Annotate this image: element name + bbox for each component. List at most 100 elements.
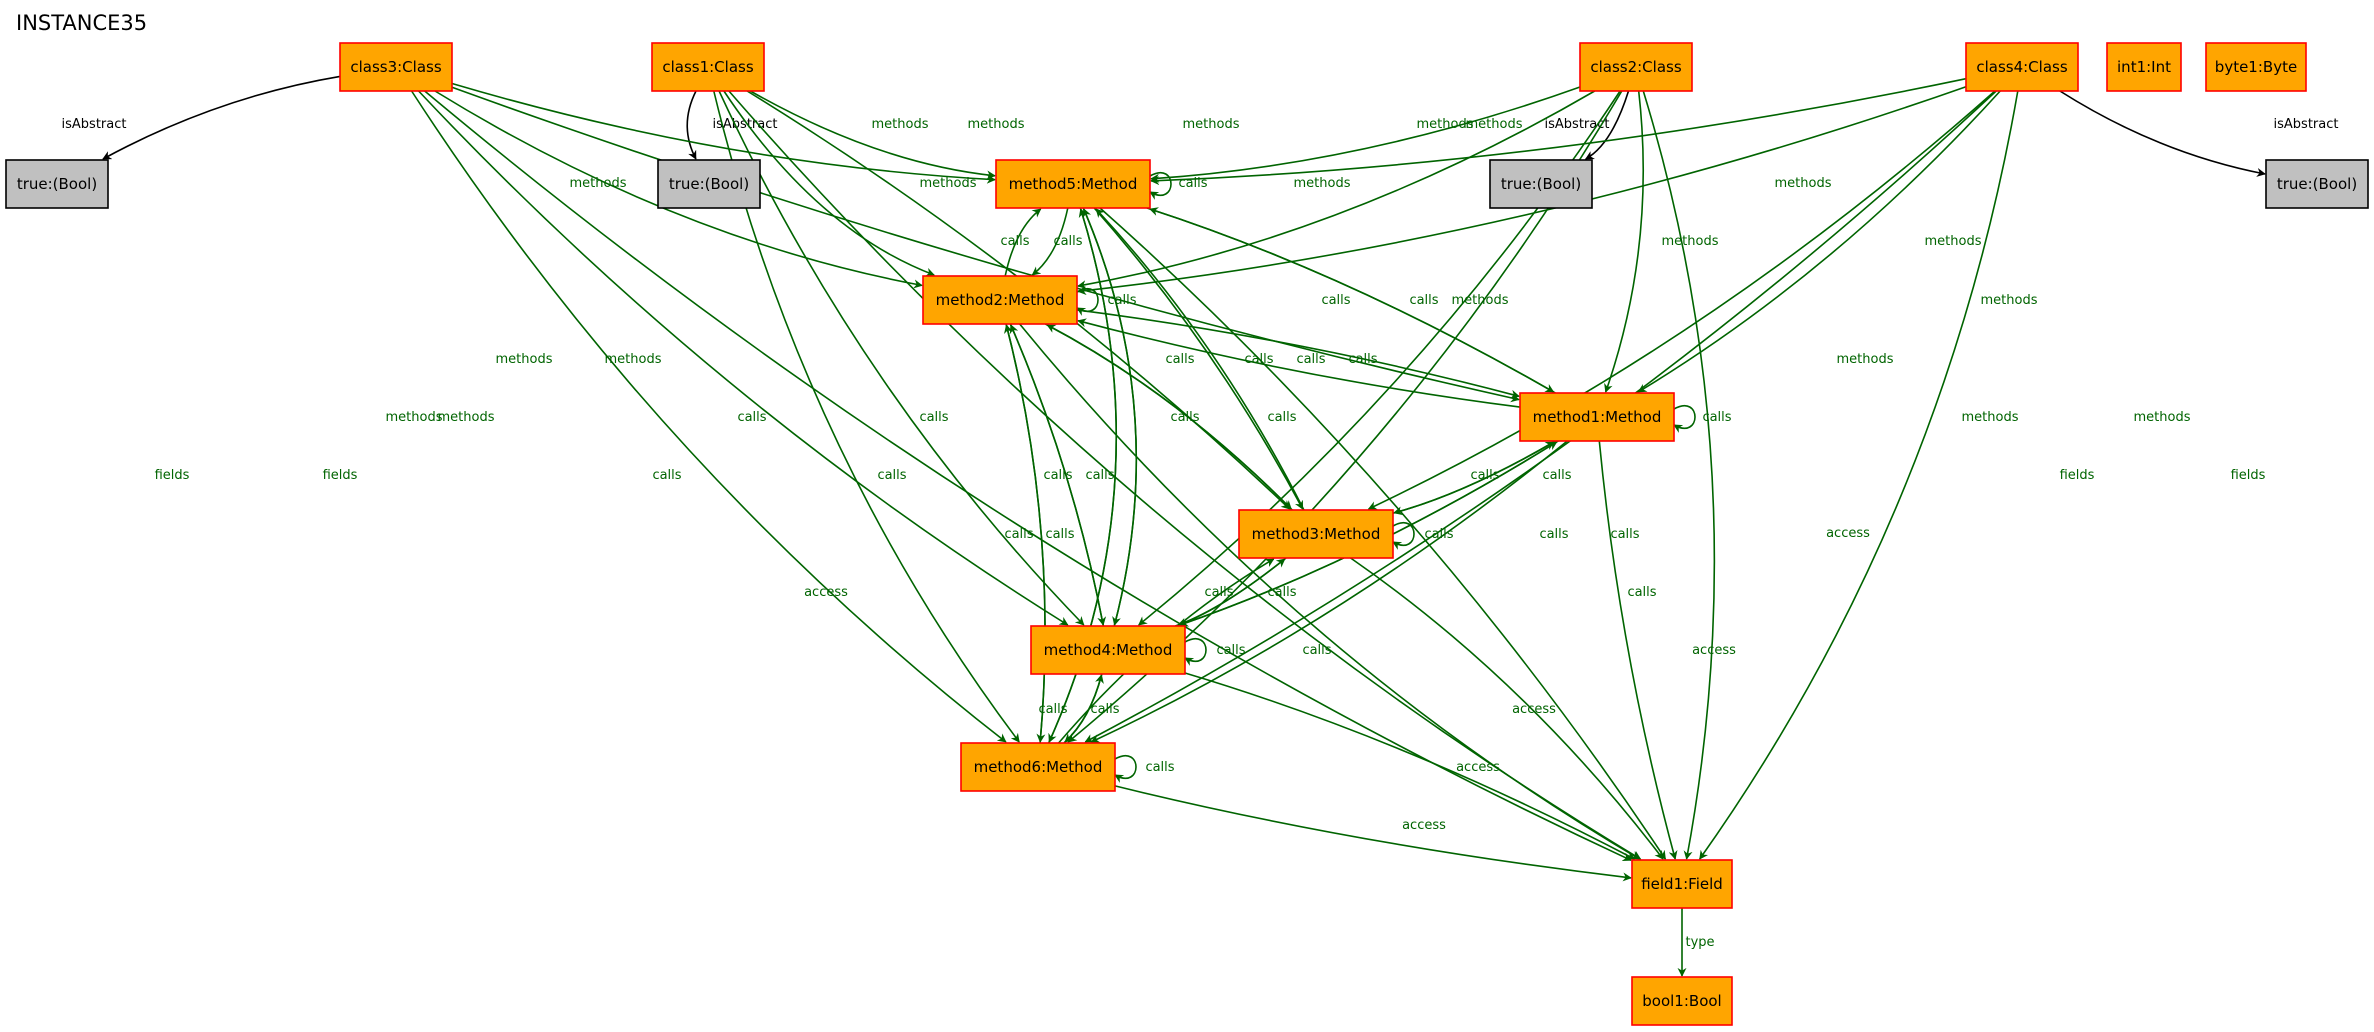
edge-label: calls [1470, 468, 1499, 483]
node-method6[interactable]: method6:Method [960, 742, 1116, 792]
node-method1[interactable]: method1:Method [1519, 392, 1675, 442]
edge-method4-method2: calls [1009, 324, 1115, 627]
node-int1[interactable]: int1:Int [2106, 42, 2182, 92]
edge-line [1184, 672, 1636, 860]
node-label: int1:Int [2117, 58, 2171, 76]
edge-line [410, 90, 1007, 743]
edge-label: methods [872, 117, 929, 132]
edge-label: methods [605, 352, 662, 367]
edge-line [1149, 207, 1556, 394]
edge-label: methods [968, 117, 1025, 132]
edge-line [1175, 558, 1286, 627]
edge-method6-method6: calls [1114, 755, 1175, 783]
node-label: true:(Bool) [669, 175, 749, 193]
node-method5[interactable]: method5:Method [995, 159, 1151, 209]
edge-method4-method3: calls [1175, 558, 1297, 627]
node-class4[interactable]: class4:Class [1965, 42, 2079, 92]
node-box [922, 275, 1078, 325]
node-class1[interactable]: class1:Class [651, 42, 765, 92]
edge-label: fields [2060, 468, 2095, 483]
edge-label: methods [1294, 176, 1351, 191]
node-box [1965, 42, 2079, 92]
edge-line [1076, 309, 1520, 399]
edge-line [1031, 207, 1069, 276]
edge-method4-method5: calls [919, 208, 1138, 627]
edge-label: fields [155, 468, 190, 483]
edge-label: calls [1178, 176, 1207, 191]
edge-label: calls [1424, 527, 1453, 542]
edge-line [451, 82, 996, 184]
edge-line [1642, 90, 1716, 860]
edge-label: calls [1244, 352, 1273, 367]
edge-label: methods [1466, 117, 1523, 132]
edge-label: isAbstract [62, 117, 127, 132]
edge-label: methods [920, 176, 977, 191]
node-label: class2:Class [1590, 58, 1681, 76]
edge-label: calls [877, 468, 906, 483]
edge-line [1004, 208, 1042, 277]
edge-label: access [1456, 760, 1500, 775]
edge-label: access [1512, 702, 1556, 717]
node-method2[interactable]: method2:Method [922, 275, 1078, 325]
node-box [651, 42, 765, 92]
node-true1[interactable]: true:(Bool) [657, 159, 761, 209]
edge-label: methods [1662, 234, 1719, 249]
edge-label: isAbstract [2274, 117, 2339, 132]
edge-line [686, 90, 697, 160]
edge-class3-method4: methods [418, 90, 1069, 626]
edge-class3-true3: isAbstract [62, 75, 341, 160]
edge-class2-field1: fields [1642, 90, 2095, 860]
edge-class3-method1: methods [451, 86, 1520, 403]
edge-method6-method4: calls [1063, 674, 1120, 744]
node-box [1489, 159, 1593, 209]
node-true3[interactable]: true:(Bool) [5, 159, 109, 209]
edge-method2-method5: calls [1004, 208, 1083, 277]
edge-line [1009, 324, 1105, 627]
node-label: class4:Class [1976, 58, 2067, 76]
node-bool1[interactable]: bool1:Bool [1631, 976, 1733, 1026]
node-label: method6:Method [974, 758, 1103, 776]
node-label: class3:Class [350, 58, 441, 76]
edge-class4-field1: fields [1699, 90, 2266, 860]
edge-label: methods [1775, 176, 1832, 191]
edge-label: methods [1417, 117, 1474, 132]
edge-method3-method1: calls [1392, 441, 1572, 514]
edge-label: methods [1962, 410, 2019, 425]
edge-class3-method2: methods [434, 90, 923, 289]
edge-line [451, 86, 1520, 403]
edge-line [1699, 90, 2019, 860]
edge-label: calls [1090, 702, 1119, 717]
node-class2[interactable]: class2:Class [1579, 42, 1693, 92]
edge-method2-method1: calls [1076, 309, 1520, 399]
edge-line [1046, 324, 1293, 511]
node-method3[interactable]: method3:Method [1238, 509, 1394, 559]
edge-line [1367, 90, 1996, 510]
node-true2[interactable]: true:(Bool) [1489, 159, 1593, 209]
edge-method5-method4: calls [737, 207, 1138, 626]
node-byte1[interactable]: byte1:Byte [2205, 42, 2307, 92]
node-box [1238, 509, 1394, 559]
node-field1[interactable]: field1:Field [1631, 859, 1733, 909]
edge-class4-method5: methods [1150, 77, 1967, 186]
node-true4[interactable]: true:(Bool) [2265, 159, 2369, 209]
edge-label: isAbstract [1545, 117, 1610, 132]
edge-line [1019, 323, 1641, 860]
edge-line [1150, 86, 1581, 183]
edge-line [1090, 440, 1568, 743]
edge-line [1673, 405, 1696, 433]
edge-line [1077, 318, 1521, 408]
edge-method5-method5: calls [1149, 172, 1208, 200]
node-method4[interactable]: method4:Method [1030, 625, 1186, 675]
node-label: class1:Class [662, 58, 753, 76]
edge-label: methods [570, 176, 627, 191]
edge-line [1150, 77, 1967, 186]
edge-label: calls [1267, 410, 1296, 425]
edge-line [2059, 90, 2266, 177]
edge-label: calls [1038, 702, 1067, 717]
node-class3[interactable]: class3:Class [339, 42, 453, 92]
edge-label: calls [919, 410, 948, 425]
edge-method1-method1: calls [1673, 405, 1732, 433]
edge-label: access [1826, 526, 1870, 541]
edge-line [1076, 288, 1099, 316]
